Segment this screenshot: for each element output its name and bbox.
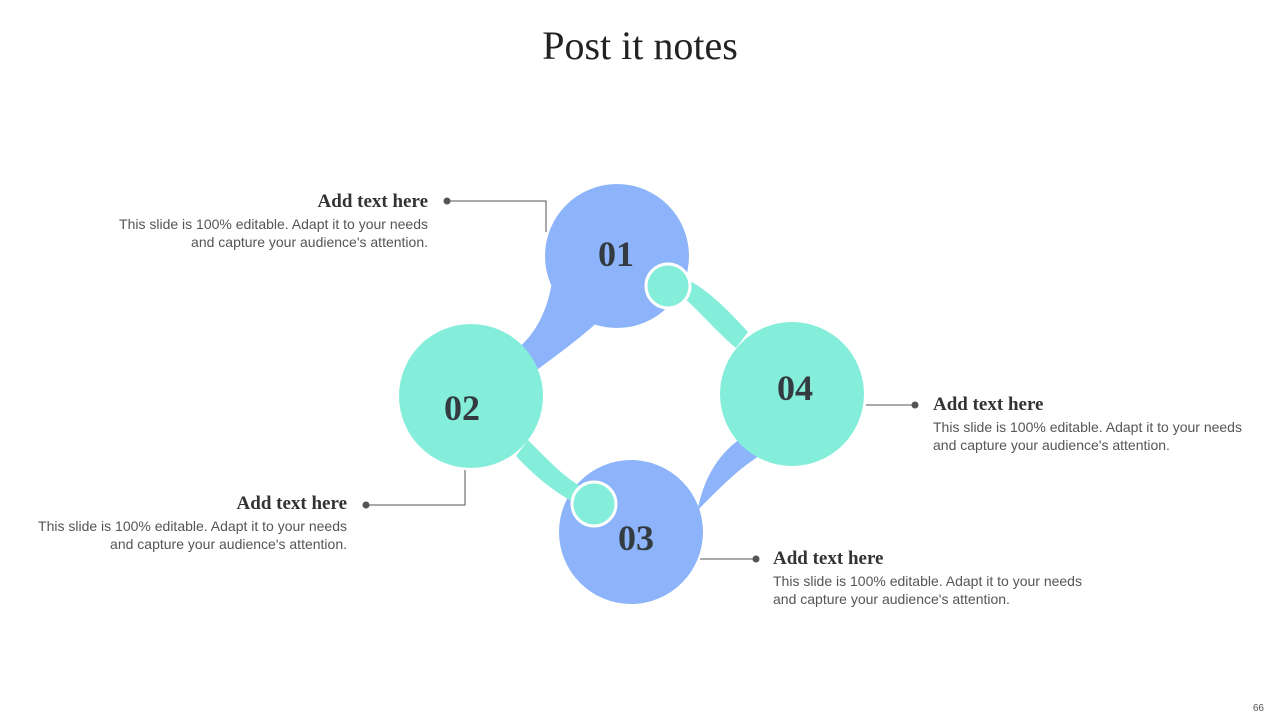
note-heading: Add text here	[933, 394, 1044, 415]
connector-01	[443, 197, 547, 232]
note-body-line: This slide is 100% editable. Adapt it to…	[773, 573, 1082, 589]
note-body-line: and capture your audience's attention.	[933, 437, 1170, 453]
note-body: This slide is 100% editable. Adapt it to…	[773, 572, 1113, 608]
step-number-01: 01	[598, 234, 634, 274]
note-body: This slide is 100% editable. Adapt it to…	[7, 517, 347, 553]
note-body: This slide is 100% editable. Adapt it to…	[933, 418, 1273, 454]
note-03: Add text here This slide is 100% editabl…	[773, 548, 1113, 608]
step-02-shape	[399, 324, 618, 528]
note-body-line: This slide is 100% editable. Adapt it to…	[933, 419, 1242, 435]
note-body-line: and capture your audience's attention.	[773, 591, 1010, 607]
note-body-line: This slide is 100% editable. Adapt it to…	[38, 518, 347, 534]
note-01: Add text here This slide is 100% editabl…	[88, 191, 428, 251]
note-heading: Add text here	[773, 548, 884, 569]
note-heading: Add text here	[317, 191, 428, 212]
note-body: This slide is 100% editable. Adapt it to…	[88, 215, 428, 251]
step-04-shape	[644, 262, 864, 466]
note-heading: Add text here	[236, 493, 347, 514]
note-body-line: This slide is 100% editable. Adapt it to…	[119, 216, 428, 232]
note-02: Add text here This slide is 100% editabl…	[7, 493, 347, 553]
page-number: 66	[1252, 703, 1264, 714]
connector-02	[362, 470, 466, 509]
note-body-line: and capture your audience's attention.	[191, 234, 428, 250]
connector-04	[866, 401, 919, 409]
step-number-02: 02	[444, 388, 480, 428]
step-number-04: 04	[777, 368, 813, 408]
connector-03	[700, 555, 760, 563]
step-number-03: 03	[618, 518, 654, 558]
slide-title: Post it notes	[542, 23, 738, 68]
note-04: Add text here This slide is 100% editabl…	[933, 394, 1273, 454]
note-body-line: and capture your audience's attention.	[110, 536, 347, 552]
